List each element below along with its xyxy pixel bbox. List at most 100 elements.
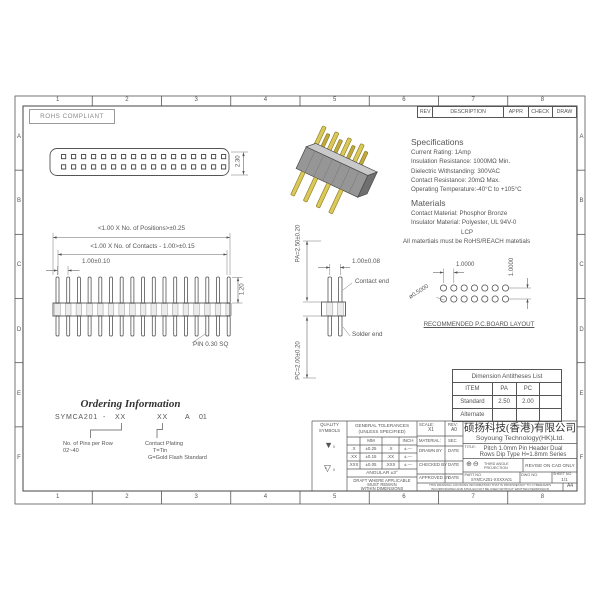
materials-title: Materials — [411, 198, 446, 208]
projection-label: PROJECTION — [484, 465, 508, 470]
company-name-cn: 硕扬科技(香港)有限公司 — [464, 423, 576, 434]
ordering-note-pins: No. of Pins per Row — [63, 441, 113, 447]
proprietary-note-line2: INCORPORATED AND SHOULD NOT BE USED WITH… — [431, 486, 549, 491]
zone-label-row-B-left: B — [16, 198, 21, 205]
draft-note: DRAFT WHERE APPLICABLE — [353, 477, 411, 483]
spec-line: Operating Temperature:-40°C to +105°C — [411, 186, 522, 194]
zone-label-row-D-left: D — [16, 326, 22, 333]
dim-pitch: 1.00±0.10 — [82, 258, 110, 265]
spec-line: Contact Resistance: 20mΩ Max. — [411, 176, 500, 184]
zone-label-col-2-top: 2 — [125, 97, 129, 103]
zone-label-row-C-right: C — [579, 262, 584, 269]
zone-label-row-E-right: E — [579, 390, 584, 397]
date-label: DATE — [448, 447, 460, 453]
tol-cell: .XX — [386, 453, 395, 459]
revision-strip: REV DESCRIPTION APPR CHECK DRAW — [417, 106, 577, 118]
draft-note2: MUST REMAIN — [367, 481, 397, 487]
ordering-part-prefix: SYMCA201 — [55, 414, 98, 421]
zone-label-col-8-bottom: 8 — [540, 493, 545, 500]
quality-symbol-cone-icon: ▼0 — [324, 440, 335, 450]
tol-cell: .XXX — [348, 461, 359, 467]
ordering-title: Ordering Information — [80, 398, 181, 410]
quality-symbols-label2: SYMBOLS — [318, 427, 341, 433]
zone-label-row-C-left: C — [16, 262, 22, 269]
rohs-compliant-badge: ROHS COMPLIANT — [29, 109, 115, 124]
inch-header: INCH — [402, 438, 414, 443]
ordering-note-pins-range: 02~40 — [63, 448, 79, 454]
material-line: Insulator Material: Polyester, UL 94V-0 — [411, 219, 517, 227]
dimension-antitheses-table: Dimension Antitheses List ITEM PA PC Sta… — [452, 369, 562, 422]
mm-header: MM — [367, 438, 375, 443]
dim-table-header: PA — [491, 382, 517, 396]
tol-cell: .X — [351, 445, 356, 451]
contact-end-label: Contact end — [355, 278, 389, 285]
zone-label-col-5-bottom: 5 — [332, 493, 337, 500]
pcb-dim-x: 1.0000 — [456, 262, 475, 268]
tol-cell: .XXX — [385, 461, 396, 467]
part-no-value: SYMCA201-XXXXA01 — [471, 476, 512, 482]
dim-top-view-height: 2.30 — [235, 155, 242, 168]
description-col: DESCRIPTION — [433, 107, 504, 117]
dwg-no-label: DWG NO. — [521, 473, 539, 477]
zone-label-row-B-right: B — [579, 198, 584, 205]
material-line: LCP — [461, 228, 474, 236]
proprietary-note-line1: THIS DRAWING CONTAINS INFORMATION THAT I… — [428, 483, 552, 487]
pcb-dim-y: 1.0000 — [509, 257, 515, 277]
scale-label: SCALE: — [419, 421, 434, 427]
zone-label-col-4-bottom: 4 — [263, 493, 268, 500]
material-line: All matertials must be RoHS/REACH mateti… — [403, 237, 531, 245]
paper-size-label: A4 — [566, 483, 574, 489]
top-view-pads — [61, 154, 227, 170]
zone-label-row-F-right: F — [579, 454, 584, 461]
dim-pc: PC=2.00±0.20 — [295, 341, 302, 380]
rev-label: REV: — [448, 421, 458, 427]
drawing-title-line1: Pitch 1.0mm Pin Header Dual — [483, 446, 563, 452]
tol-cell: ±0.25 — [365, 445, 377, 451]
zone-label-col-7-bottom: 7 — [471, 493, 475, 500]
zone-ticks — [15, 96, 585, 504]
approved-by-label: APPROVED BY — [419, 474, 450, 480]
tol-cell: .X — [388, 445, 393, 451]
spec-line: Insulation Resistance: 1000MΩ Min. — [411, 158, 511, 166]
unless-specified-label: (UNLESS SPECIFIED) — [358, 429, 406, 434]
check-col: CHECK — [529, 107, 553, 117]
ordering-dash: - — [103, 414, 106, 421]
draw-col: DRAW — [556, 109, 573, 115]
ordering-note-plating: Contact Plating — [145, 441, 183, 447]
top-view — [49, 148, 248, 176]
checked-by-label: CHECKED BY — [419, 462, 447, 467]
dim-positions: <1.00 X No. of Positions>±0.25 — [97, 225, 186, 232]
zone-label-row-A-left: A — [16, 134, 21, 141]
zone-label-row-D-right: D — [579, 326, 584, 333]
quality-symbols-label: QUALITY — [320, 422, 339, 427]
date-label: DATE — [448, 462, 460, 467]
part-no-label: PART NO. — [464, 473, 483, 477]
appr-col: APPR — [504, 107, 529, 117]
third-angle-projection-icon: ⊕⊖ — [466, 461, 480, 468]
pcb-caption: RECOMMENDED P.C.BOARD LAYOUT — [423, 321, 535, 328]
isometric-pin-header — [290, 125, 379, 215]
company-name-en: Soyoung Technology(HK)Ltd. — [475, 434, 565, 442]
material-label: MATERIAL: — [419, 437, 441, 443]
ordering-suffix: 01 — [199, 414, 207, 421]
pin-size-label: PIN 0.30 SQ — [193, 341, 229, 348]
title-block-grid — [311, 420, 577, 491]
rohs-label: ROHS COMPLIANT — [40, 113, 104, 120]
zone-label-col-3-bottom: 3 — [194, 493, 198, 500]
specs-title: Specifications — [411, 137, 464, 147]
zone-label-row-E-left: E — [16, 390, 21, 397]
dim-table-title: Dimension Antitheses List — [452, 369, 562, 383]
draft-note3: WITHIN DIMENSIONS — [360, 486, 404, 492]
spec-line: Dielectric Withstanding: 300VAC — [411, 167, 500, 175]
zone-label-row-F-left: F — [17, 454, 21, 461]
revise-on-cad-label: REVISE ON CAD ONLY — [525, 463, 575, 468]
dim-table-header: ITEM — [452, 382, 493, 396]
material-line: Contact Material: Phosphor Bronze — [411, 210, 508, 217]
ordering-series: A — [185, 414, 190, 421]
solder-end-label: Solder end — [352, 331, 383, 338]
ordering-note-gold: G=Gold Flash Standard — [148, 455, 207, 461]
zone-label-col-5-top: 5 — [332, 97, 337, 103]
date-label: DATE — [448, 474, 460, 480]
front-view — [46, 233, 243, 344]
